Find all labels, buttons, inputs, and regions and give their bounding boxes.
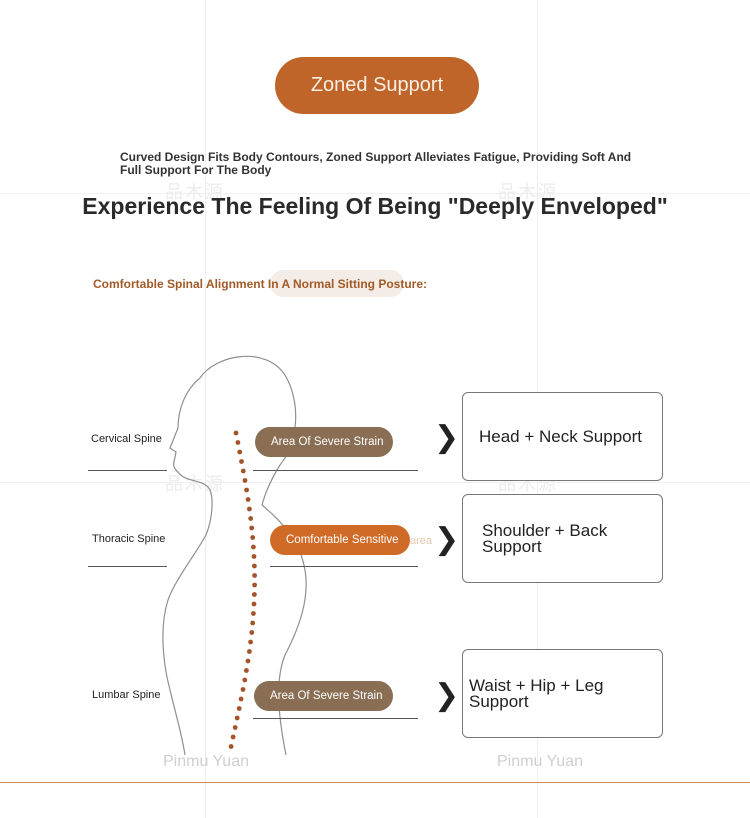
divider-line [253,470,418,471]
spine-dot [252,592,257,597]
spine-dot [251,601,257,607]
zone-label: Area Of Severe Strain [270,690,383,702]
divider-line [270,566,418,567]
spine-dot [249,630,255,635]
spine-dot [237,449,243,455]
zone-pill-thoracic: Comfortable Sensitive [270,525,410,555]
support-label: Waist + Hip + Leg Support [469,675,604,711]
divider-line [253,718,418,719]
guide-line [0,193,750,194]
spine-dot [251,611,256,616]
spine-dot [234,715,240,721]
spine-dot [251,544,256,550]
spine-dots [228,430,257,749]
spine-dot [248,639,254,645]
spine-label-cervical: Cervical Spine [91,433,162,445]
spine-dot [228,744,234,749]
chevron-right-icon: ❯ [434,421,460,454]
zone-label-faint: area [410,535,433,547]
watermark-brand: Pinmu Yuan [497,753,583,770]
spine-dot [240,468,246,474]
page-title: Experience The Feeling Of Being "Deeply … [82,193,668,219]
spine-label-lumbar: Lumbar Spine [92,689,161,701]
spine-dot [233,430,239,436]
support-box-waist-hip-leg: Waist + Hip + Leg Support [462,649,663,738]
watermark-cn: 品木源 [165,182,225,202]
watermark-brand: Pinmu Yuan [163,753,249,770]
spine-dot [247,649,252,654]
spine-label-thoracic: Thoracic Spine [92,533,166,545]
support-box-shoulder-back: Shoulder + Back Support [462,494,663,583]
watermark-cn: 品木源 [165,474,225,494]
chevron-right-icon: ❯ [434,679,460,712]
chevron-right-icon: ❯ [434,523,460,556]
spine-dot [250,620,256,626]
zone-pill-lumbar: Area Of Severe Strain [254,681,393,711]
spine-dot [242,677,248,683]
tagline: Curved Design Fits Body Contours, Zoned … [120,150,632,177]
spine-dot [244,487,250,493]
footer-line [0,782,750,783]
zone-pill-cervical: Area Of Severe Strain [255,427,393,457]
subhead: Comfortable Spinal Alignment In A Normal… [93,277,428,291]
spine-dot [245,658,251,664]
spine-dot [235,440,241,445]
zone-label: Area Of Severe Strain [271,436,384,448]
support-label: Head + Neck Support [479,426,643,446]
support-box-head-neck: Head + Neck Support [462,392,663,481]
subhead-highlight [270,270,404,297]
spine-dot [239,459,244,464]
spine-dot [249,525,255,531]
spine-dot [240,687,246,692]
spine-dot [236,706,242,711]
spine-dot [245,497,251,502]
spine-dot [230,734,236,740]
guide-line [0,482,750,483]
spine-dot [238,696,244,702]
watermark-cn: 品木源 [498,182,558,202]
support-label: Shoulder + Back Support [482,520,608,556]
divider-line [88,470,167,471]
spine-dot [251,554,257,559]
zoned-support-badge: Zoned Support [275,57,479,114]
spine-dot [247,506,252,512]
guide-line [205,0,206,818]
spine-dot [232,725,238,730]
spine-dot [252,582,257,588]
spine-dot [248,516,254,521]
spine-dot [250,535,256,540]
spine-dot [244,668,249,673]
spine-dot [252,573,257,578]
spine-dot [252,563,257,569]
zone-label: Comfortable Sensitive [286,534,399,546]
spine-dot [242,478,248,483]
divider-line [88,566,167,567]
